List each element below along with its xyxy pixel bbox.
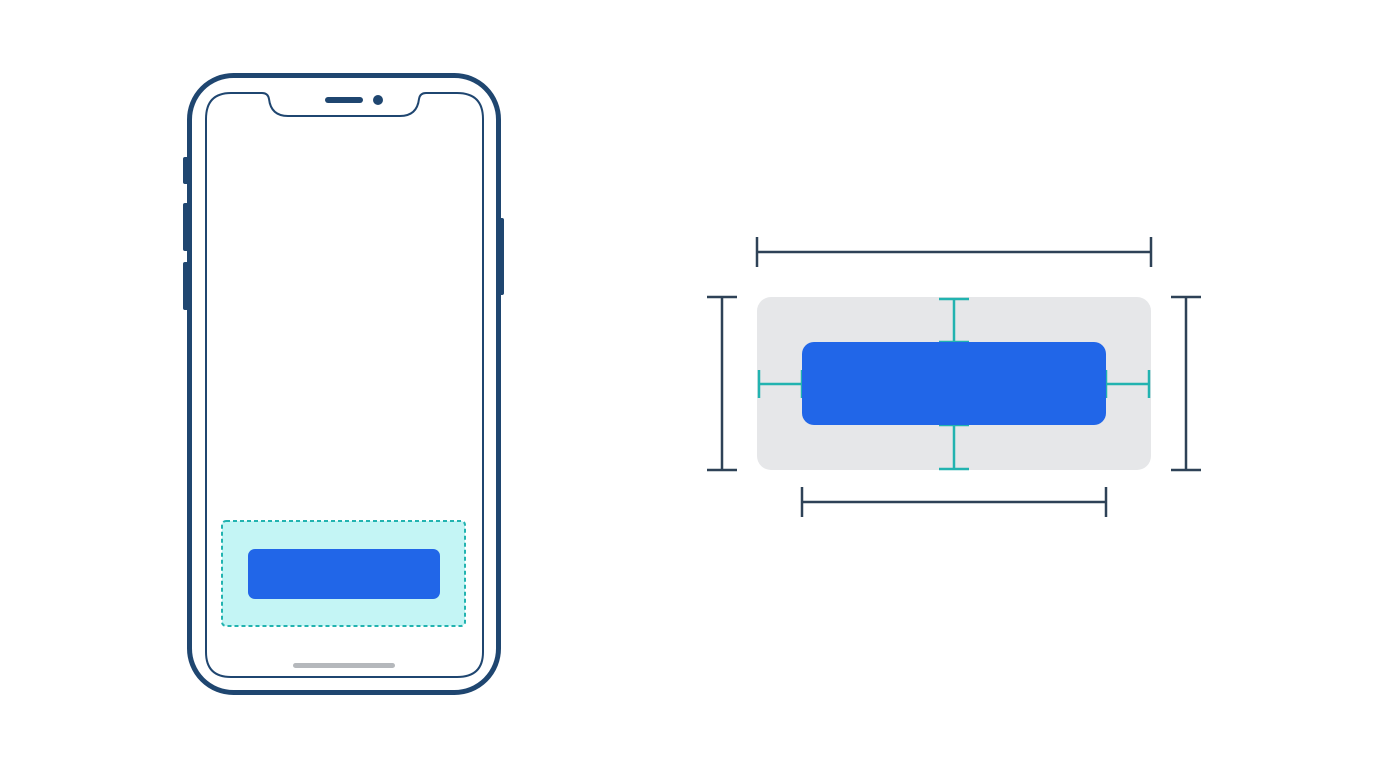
home-indicator (293, 663, 395, 668)
dimension-lines (707, 237, 1201, 517)
camera-dot-icon (373, 95, 383, 105)
phone-mockup (183, 73, 504, 695)
anatomy-button (802, 342, 1106, 425)
speaker-slot-icon (325, 97, 363, 103)
button-anatomy (707, 237, 1201, 517)
phone-primary-button (248, 549, 440, 599)
